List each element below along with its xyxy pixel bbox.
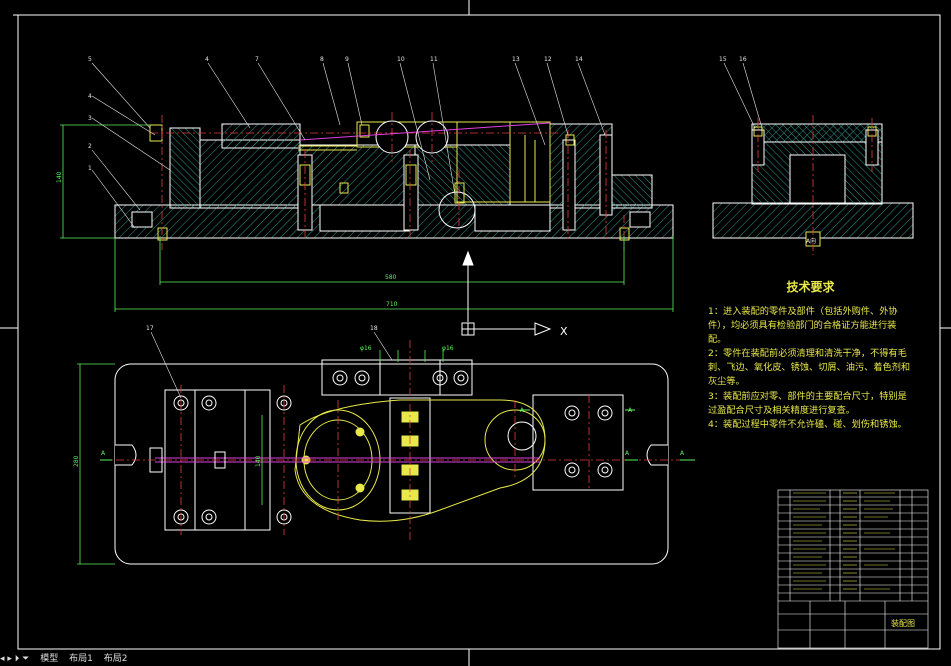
technical-requirements: 技术要求 1：进入装配的零件及部件（包括外购件、外协件），均必须具有检验部门的合… — [708, 278, 913, 432]
tech-req-item-1: 1：进入装配的零件及部件（包括外购件、外协件），均必须具有检验部门的合格证方能进… — [708, 306, 898, 346]
ucs-icon[interactable]: X — [461, 322, 568, 338]
side-view-label: A向 — [806, 237, 816, 245]
tech-req-item-3: 3：装配前应对零、部件的主要配合尺寸，特别是过盈配合尺寸及相关精度进行复查。 — [708, 390, 907, 416]
section-marker-a-left: A — [101, 450, 106, 457]
callout-13: 13 — [512, 56, 520, 63]
callout-7: 7 — [255, 56, 259, 63]
callout-1: 1 — [88, 165, 92, 172]
hole-left-dim: φ16 — [360, 345, 372, 352]
ucs-x-label: X — [560, 325, 568, 338]
tab-nav-arrows[interactable]: ◂ ▸ ⏵ ⏷ — [0, 654, 30, 664]
section-marker-a-1: A — [520, 407, 525, 414]
tab-model[interactable]: 模型 — [40, 654, 59, 664]
tech-req-item-4: 4：装配过程中零件不允许磕、碰、划伤和锈蚀。 — [708, 418, 907, 430]
tab-layout-2[interactable]: 布局2 — [103, 654, 128, 664]
tech-req-title: 技术要求 — [786, 280, 835, 294]
callout-11: 11 — [430, 56, 438, 63]
layout-tabs: ◂ ▸ ⏵ ⏷ 模型 布局1 布局2 — [0, 653, 260, 666]
callout-14: 14 — [575, 56, 583, 63]
callout-3: 3 — [88, 115, 92, 122]
drawing-name: 装配图 — [891, 618, 915, 628]
callout-18: 18 — [370, 325, 378, 332]
tech-req-item-2: 2：零件在装配前必须清理和清洗干净，不得有毛刺、飞边、氧化皮、锈蚀、切屑、油污、… — [708, 348, 911, 388]
callout-9: 9 — [345, 56, 349, 63]
callout-2: 2 — [88, 143, 92, 150]
tab-layout-1[interactable]: 布局1 — [69, 654, 93, 664]
top-view: 280 140 φ16 φ16 A A A A A 17 18 — [73, 325, 695, 565]
callout-4-left: 4 — [88, 93, 92, 100]
front-height-dim: 140 — [56, 171, 63, 183]
front-view: 140 580 710 5 4 7 8 9 10 11 — [56, 56, 674, 322]
front-overall-width-dim: 710 — [386, 301, 398, 308]
hole-right-dim: φ16 — [442, 345, 454, 352]
side-view: 15 16 A向 — [712, 56, 914, 255]
top-height-dim: 280 — [73, 455, 80, 467]
callout-15: 15 — [719, 56, 727, 63]
section-marker-a-3: A — [625, 450, 630, 457]
callout-16: 16 — [739, 56, 747, 63]
callout-5: 5 — [88, 56, 92, 63]
callout-10: 10 — [397, 56, 405, 63]
top-inner-dim: 140 — [255, 455, 262, 467]
section-marker-a-right: A — [680, 450, 685, 457]
section-marker-a-2: A — [628, 407, 633, 414]
front-inner-width-dim: 580 — [385, 274, 397, 281]
callout-12: 12 — [544, 56, 552, 63]
callout-8: 8 — [320, 56, 324, 63]
callout-17: 17 — [146, 325, 154, 332]
title-block: 装配图 — [777, 489, 929, 649]
callout-4: 4 — [205, 56, 209, 63]
